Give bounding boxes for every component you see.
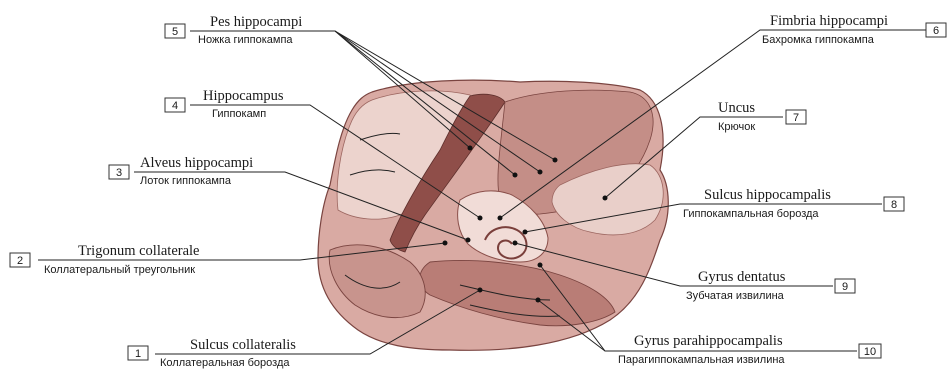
number-label-4: 4 [172,100,178,112]
russian-label-4: Гиппокамп [212,108,266,120]
number-box-10: 10 [859,344,881,358]
latin-label-1: Sulcus collateralis [190,337,296,353]
number-box-2: 2 [10,253,30,267]
number-box-5: 5 [165,24,185,38]
number-box-6: 6 [926,23,946,37]
latin-label-7: Uncus [718,100,755,116]
latin-label-6: Fimbria hippocampi [770,13,888,29]
pointer-dot-3 [466,238,471,243]
pointer-dot-4 [478,216,483,221]
number-box-7: 7 [786,110,806,124]
pointer-dot-1 [478,288,483,293]
pointer-dot-2 [443,241,448,246]
number-label-5: 5 [172,26,178,38]
number-label-2: 2 [17,255,23,267]
number-box-4: 4 [165,98,185,112]
number-label-1: 1 [135,348,141,360]
latin-label-4: Hippocampus [203,88,284,104]
number-label-10: 10 [864,346,876,358]
number-box-8: 8 [884,197,904,211]
pointer-dot-5d [553,158,558,163]
russian-label-6: Бахромка гиппокампа [762,34,875,46]
russian-label-1: Коллатеральная борозда [160,357,290,369]
pointer-dot-10a [538,263,543,268]
number-box-1: 1 [128,346,148,360]
pointer-dot-9 [513,241,518,246]
pointer-dot-6 [498,216,503,221]
pointer-dot-10b [536,298,541,303]
russian-label-3: Лоток гиппокампа [140,175,232,187]
latin-label-8: Sulcus hippocampalis [704,187,831,203]
latin-label-2: Trigonum collaterale [78,243,199,259]
latin-label-9: Gyrus dentatus [698,269,786,285]
pointer-dot-7 [603,196,608,201]
number-box-9: 9 [835,279,855,293]
number-label-3: 3 [116,167,122,179]
number-label-7: 7 [793,112,799,124]
number-box-3: 3 [109,165,129,179]
latin-label-5: Pes hippocampi [210,14,302,30]
russian-label-9: Зубчатая извилина [686,290,785,302]
latin-label-10: Gyrus parahippocampalis [634,333,783,349]
pointer-dot-5c [538,170,543,175]
pointer-dot-5a [468,146,473,151]
number-label-8: 8 [891,199,897,211]
russian-label-8: Гиппокампальная борозда [683,208,819,220]
russian-label-5: Ножка гиппокампа [198,34,293,46]
russian-label-2: Коллатеральный треугольник [44,264,195,276]
russian-label-10: Парагиппокампальная извилина [618,354,785,366]
number-label-9: 9 [842,281,848,293]
pointer-dot-5b [513,173,518,178]
pointer-dot-8 [523,230,528,235]
russian-label-7: Крючок [718,121,755,133]
latin-label-3: Alveus hippocampi [140,155,253,171]
number-label-6: 6 [933,25,939,37]
